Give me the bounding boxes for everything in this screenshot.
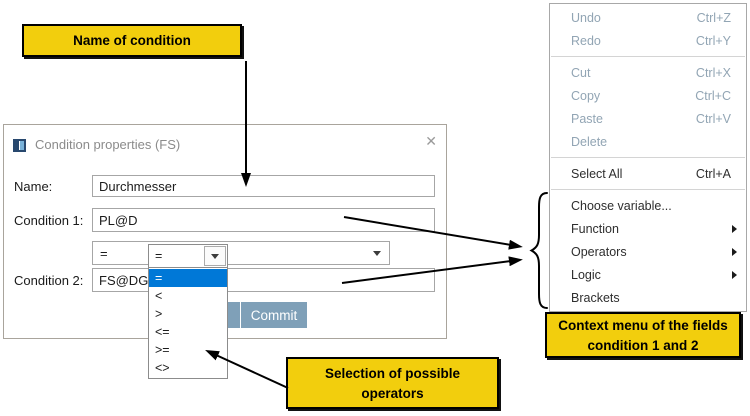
menu-separator: [551, 157, 745, 158]
condition1-label: Condition 1:: [14, 213, 84, 228]
menu-item-select-all[interactable]: Select All Ctrl+A: [571, 166, 731, 181]
operator-option-greater[interactable]: >: [155, 307, 163, 321]
menu-item-brackets[interactable]: Brackets: [571, 290, 620, 305]
menu-item-undo: Undo Ctrl+Z: [571, 10, 731, 25]
callout-name-of-condition: Name of condition: [22, 24, 242, 57]
operator-combobox-value: =: [100, 245, 108, 261]
menu-item-redo: Redo Ctrl+Y: [571, 33, 731, 48]
chevron-down-icon: [373, 250, 381, 256]
operator-option-less-equal[interactable]: <=: [155, 325, 170, 339]
operator-option-greater-equal[interactable]: >=: [155, 343, 170, 357]
operator-dropdown-value: =: [155, 249, 163, 263]
menu-item-cut: Cut Ctrl+X: [571, 65, 731, 80]
window-icon: [13, 139, 26, 152]
name-input[interactable]: [92, 175, 435, 197]
menu-item-delete: Delete: [571, 134, 608, 149]
menu-item-operators[interactable]: Operators: [550, 240, 746, 263]
condition2-input[interactable]: [92, 268, 435, 292]
partially-hidden-button[interactable]: [228, 302, 240, 328]
operator-option-not-equal[interactable]: <>: [155, 361, 170, 375]
operator-dropdown-combobox[interactable]: =: [148, 244, 228, 268]
menu-separator: [551, 56, 745, 57]
menu-item-copy: Copy Ctrl+C: [571, 88, 731, 103]
submenu-arrow-icon: [732, 270, 737, 279]
operator-option-less[interactable]: <: [155, 289, 163, 303]
menu-item-choose-variable[interactable]: Choose variable...: [571, 198, 672, 213]
condition2-label: Condition 2:: [14, 273, 84, 288]
commit-button[interactable]: Commit: [241, 302, 307, 328]
callout-selection-of-operators: Selection of possible operators: [286, 357, 499, 409]
operator-combobox[interactable]: =: [92, 241, 390, 265]
callout-context-menu: Context menu of the fields condition 1 a…: [545, 312, 741, 358]
menu-item-function[interactable]: Function: [550, 217, 746, 240]
submenu-arrow-icon: [732, 224, 737, 233]
submenu-arrow-icon: [732, 247, 737, 256]
dropdown-arrow-button[interactable]: [204, 246, 226, 266]
operator-options-list: = < > <= >= <>: [148, 267, 228, 379]
condition1-input[interactable]: [92, 208, 435, 232]
operator-option-equals[interactable]: =: [149, 269, 227, 287]
curly-brace: [529, 192, 548, 309]
chevron-down-icon: [211, 253, 219, 259]
name-label: Name:: [14, 179, 53, 194]
context-menu: Undo Ctrl+Z Redo Ctrl+Y Cut Ctrl+X Copy …: [549, 3, 747, 312]
dialog-title: Condition properties (FS): [35, 137, 181, 152]
menu-item-logic[interactable]: Logic: [550, 263, 746, 286]
menu-item-paste: Paste Ctrl+V: [571, 111, 731, 126]
menu-separator: [551, 189, 745, 190]
close-icon[interactable]: ✕: [425, 133, 437, 149]
